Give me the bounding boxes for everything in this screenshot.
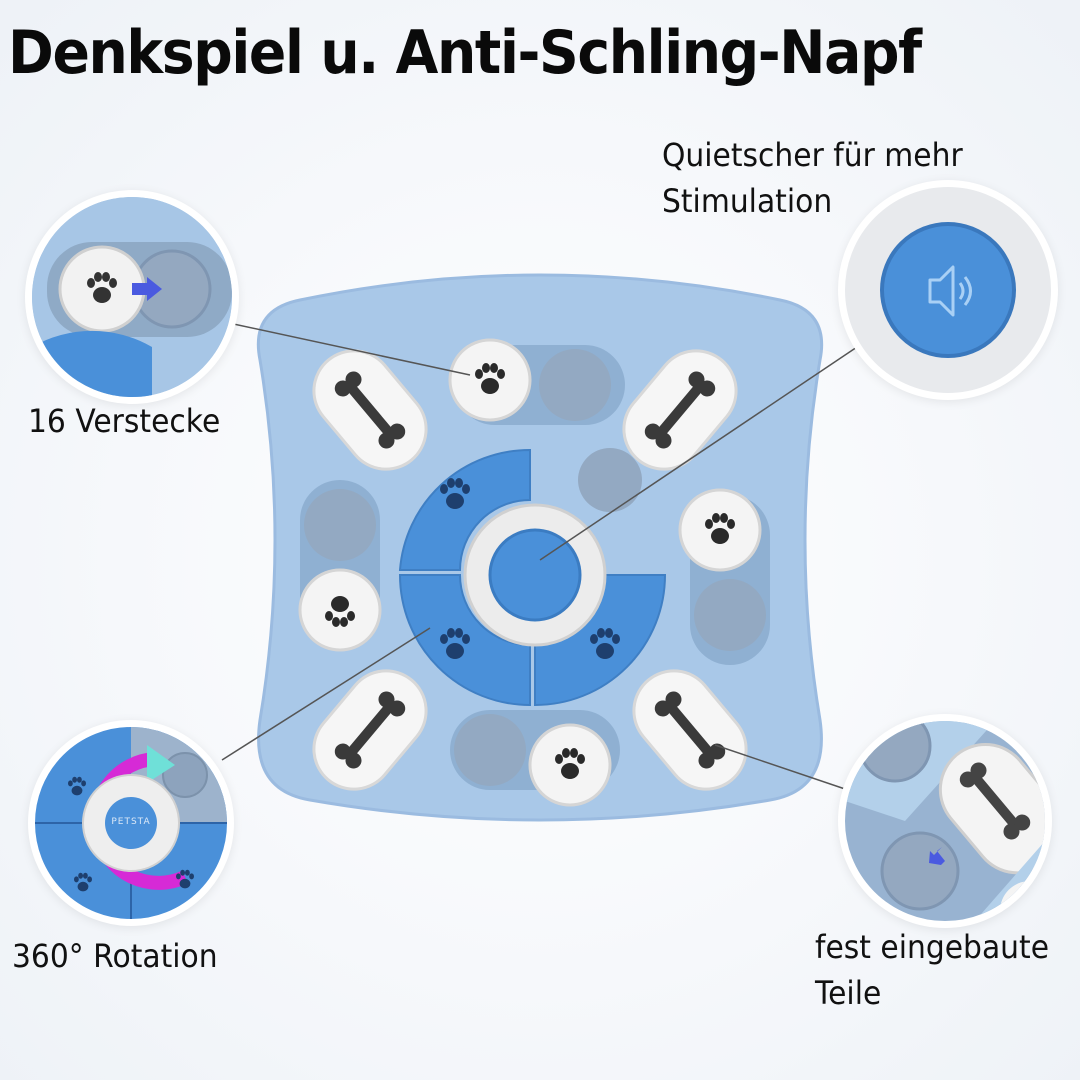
feature-label-fixed-parts-line2: Teile bbox=[815, 974, 882, 1012]
bone-slider-icon bbox=[845, 721, 1045, 921]
hiding-spots-closeup bbox=[25, 190, 239, 404]
speaker-icon bbox=[928, 265, 972, 317]
brand-label: PETSTA bbox=[111, 817, 151, 827]
paw-slider-icon bbox=[32, 197, 232, 397]
feature-label-fixed-parts-line1: fest eingebaute bbox=[815, 928, 1050, 966]
feature-label-squeaker-line2: Stimulation bbox=[662, 182, 833, 220]
feature-label-squeaker-line1: Quietscher für mehr bbox=[662, 136, 963, 174]
page-title: Denkspiel u. Anti-Schling-Napf bbox=[8, 18, 922, 88]
fixed-parts-closeup bbox=[838, 714, 1052, 928]
feature-label-rotation: 360° Rotation bbox=[12, 937, 218, 975]
squeaker-closeup bbox=[838, 180, 1058, 400]
feature-label-hiding-spots: 16 Verstecke bbox=[28, 402, 221, 440]
rotation-closeup: PETSTA bbox=[28, 720, 234, 926]
